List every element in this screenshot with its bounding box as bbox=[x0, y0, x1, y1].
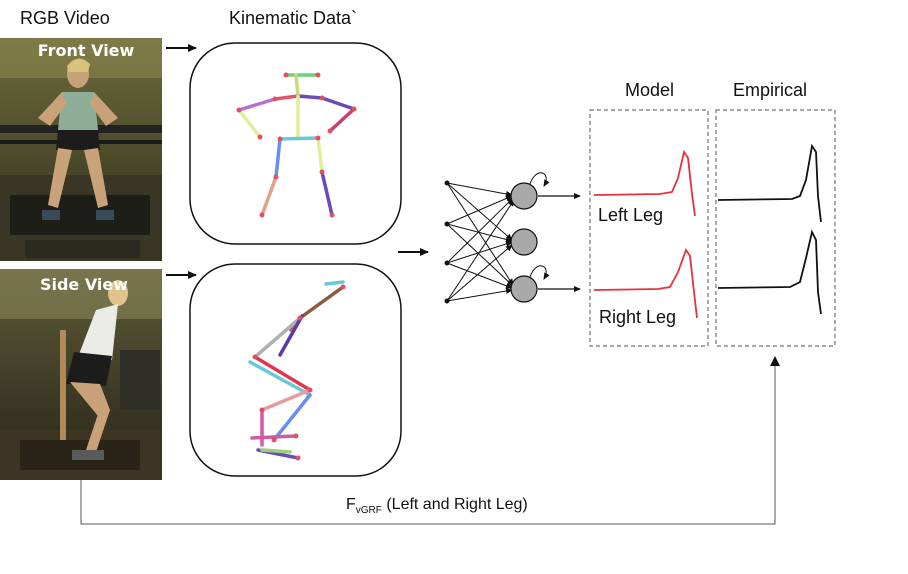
vgrf-arrowhead bbox=[770, 356, 780, 366]
side-view-label: Side View bbox=[40, 275, 128, 294]
model-curve-left bbox=[593, 149, 696, 217]
hidden-node bbox=[510, 182, 538, 210]
side-skeleton bbox=[248, 280, 346, 461]
recurrent-loop bbox=[529, 172, 550, 187]
rgb-video-title: RGB Video bbox=[20, 8, 110, 28]
right-leg-label: Right Leg bbox=[599, 307, 677, 327]
empirical-box bbox=[715, 109, 836, 347]
front-view-photo bbox=[0, 38, 162, 261]
empirical-curve-left bbox=[717, 143, 822, 223]
input-node bbox=[444, 180, 450, 186]
vgrf-subscript: vGRF bbox=[355, 505, 382, 517]
input-node bbox=[444, 298, 450, 304]
side-view-photo bbox=[0, 269, 162, 480]
left-leg-label: Left Leg bbox=[598, 205, 664, 225]
empirical-curve-right bbox=[717, 229, 822, 315]
front-skeleton-box bbox=[189, 42, 402, 245]
model-title: Model bbox=[625, 80, 675, 100]
vgrf-caption: FvGRF (Left and Right Leg) bbox=[346, 496, 528, 516]
model-curve-right bbox=[593, 248, 698, 319]
hidden-node bbox=[510, 275, 538, 303]
neural-network bbox=[444, 172, 581, 304]
hidden-node bbox=[510, 228, 538, 256]
input-node bbox=[444, 221, 450, 227]
front-view-label: Front View bbox=[38, 41, 135, 60]
input-node bbox=[444, 260, 450, 266]
empirical-title: Empirical bbox=[733, 80, 808, 100]
vgrf-feedback-line bbox=[80, 360, 776, 525]
vgrf-caption-text: (Left and Right Leg) bbox=[381, 496, 528, 513]
vgrf-symbol: F bbox=[346, 496, 356, 513]
kinematic-data-title: Kinematic Data` bbox=[229, 8, 358, 28]
model-box bbox=[589, 109, 709, 347]
front-skeleton bbox=[236, 72, 357, 218]
side-skeleton-box bbox=[189, 263, 402, 477]
recurrent-loop bbox=[529, 265, 550, 280]
